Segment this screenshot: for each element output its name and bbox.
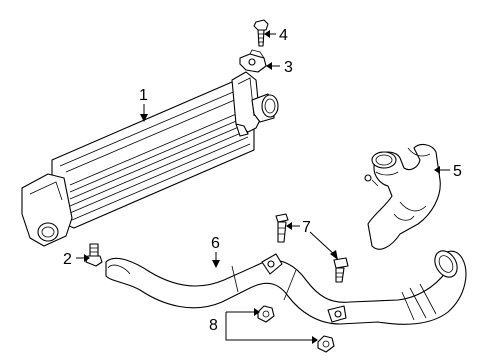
nut-lower-8 [317, 335, 335, 353]
callout-8: 8 [209, 317, 218, 334]
callout-1: 1 [139, 87, 148, 104]
upper-hose [364, 143, 441, 250]
arrow-5 [434, 166, 440, 174]
arrow-6 [212, 260, 220, 268]
leader-7b [309, 231, 337, 257]
bolt-lower-7 [333, 257, 349, 283]
arrow-7b [330, 250, 338, 260]
arrow-3 [266, 62, 272, 70]
lower-intake-pipe [105, 250, 467, 325]
callout-2: 2 [63, 251, 72, 268]
callout-5: 5 [453, 163, 462, 180]
arrow-8a [254, 308, 260, 316]
bolt-top [253, 19, 269, 47]
leader-8 [225, 312, 316, 341]
callout-6: 6 [211, 235, 220, 252]
nut-upper-8 [257, 305, 275, 323]
bolt-upper-7 [275, 213, 289, 243]
intercooler [21, 71, 279, 247]
bolt-left [85, 243, 103, 267]
arrow-2 [84, 254, 90, 262]
arrow-7a [286, 222, 292, 230]
callout-7: 7 [302, 219, 311, 236]
arrow-4 [264, 30, 270, 38]
callout-4: 4 [279, 27, 288, 44]
mounting-bracket [239, 49, 267, 73]
arrow-1 [140, 114, 148, 122]
arrow-8b [312, 336, 318, 344]
callout-3: 3 [284, 59, 293, 76]
